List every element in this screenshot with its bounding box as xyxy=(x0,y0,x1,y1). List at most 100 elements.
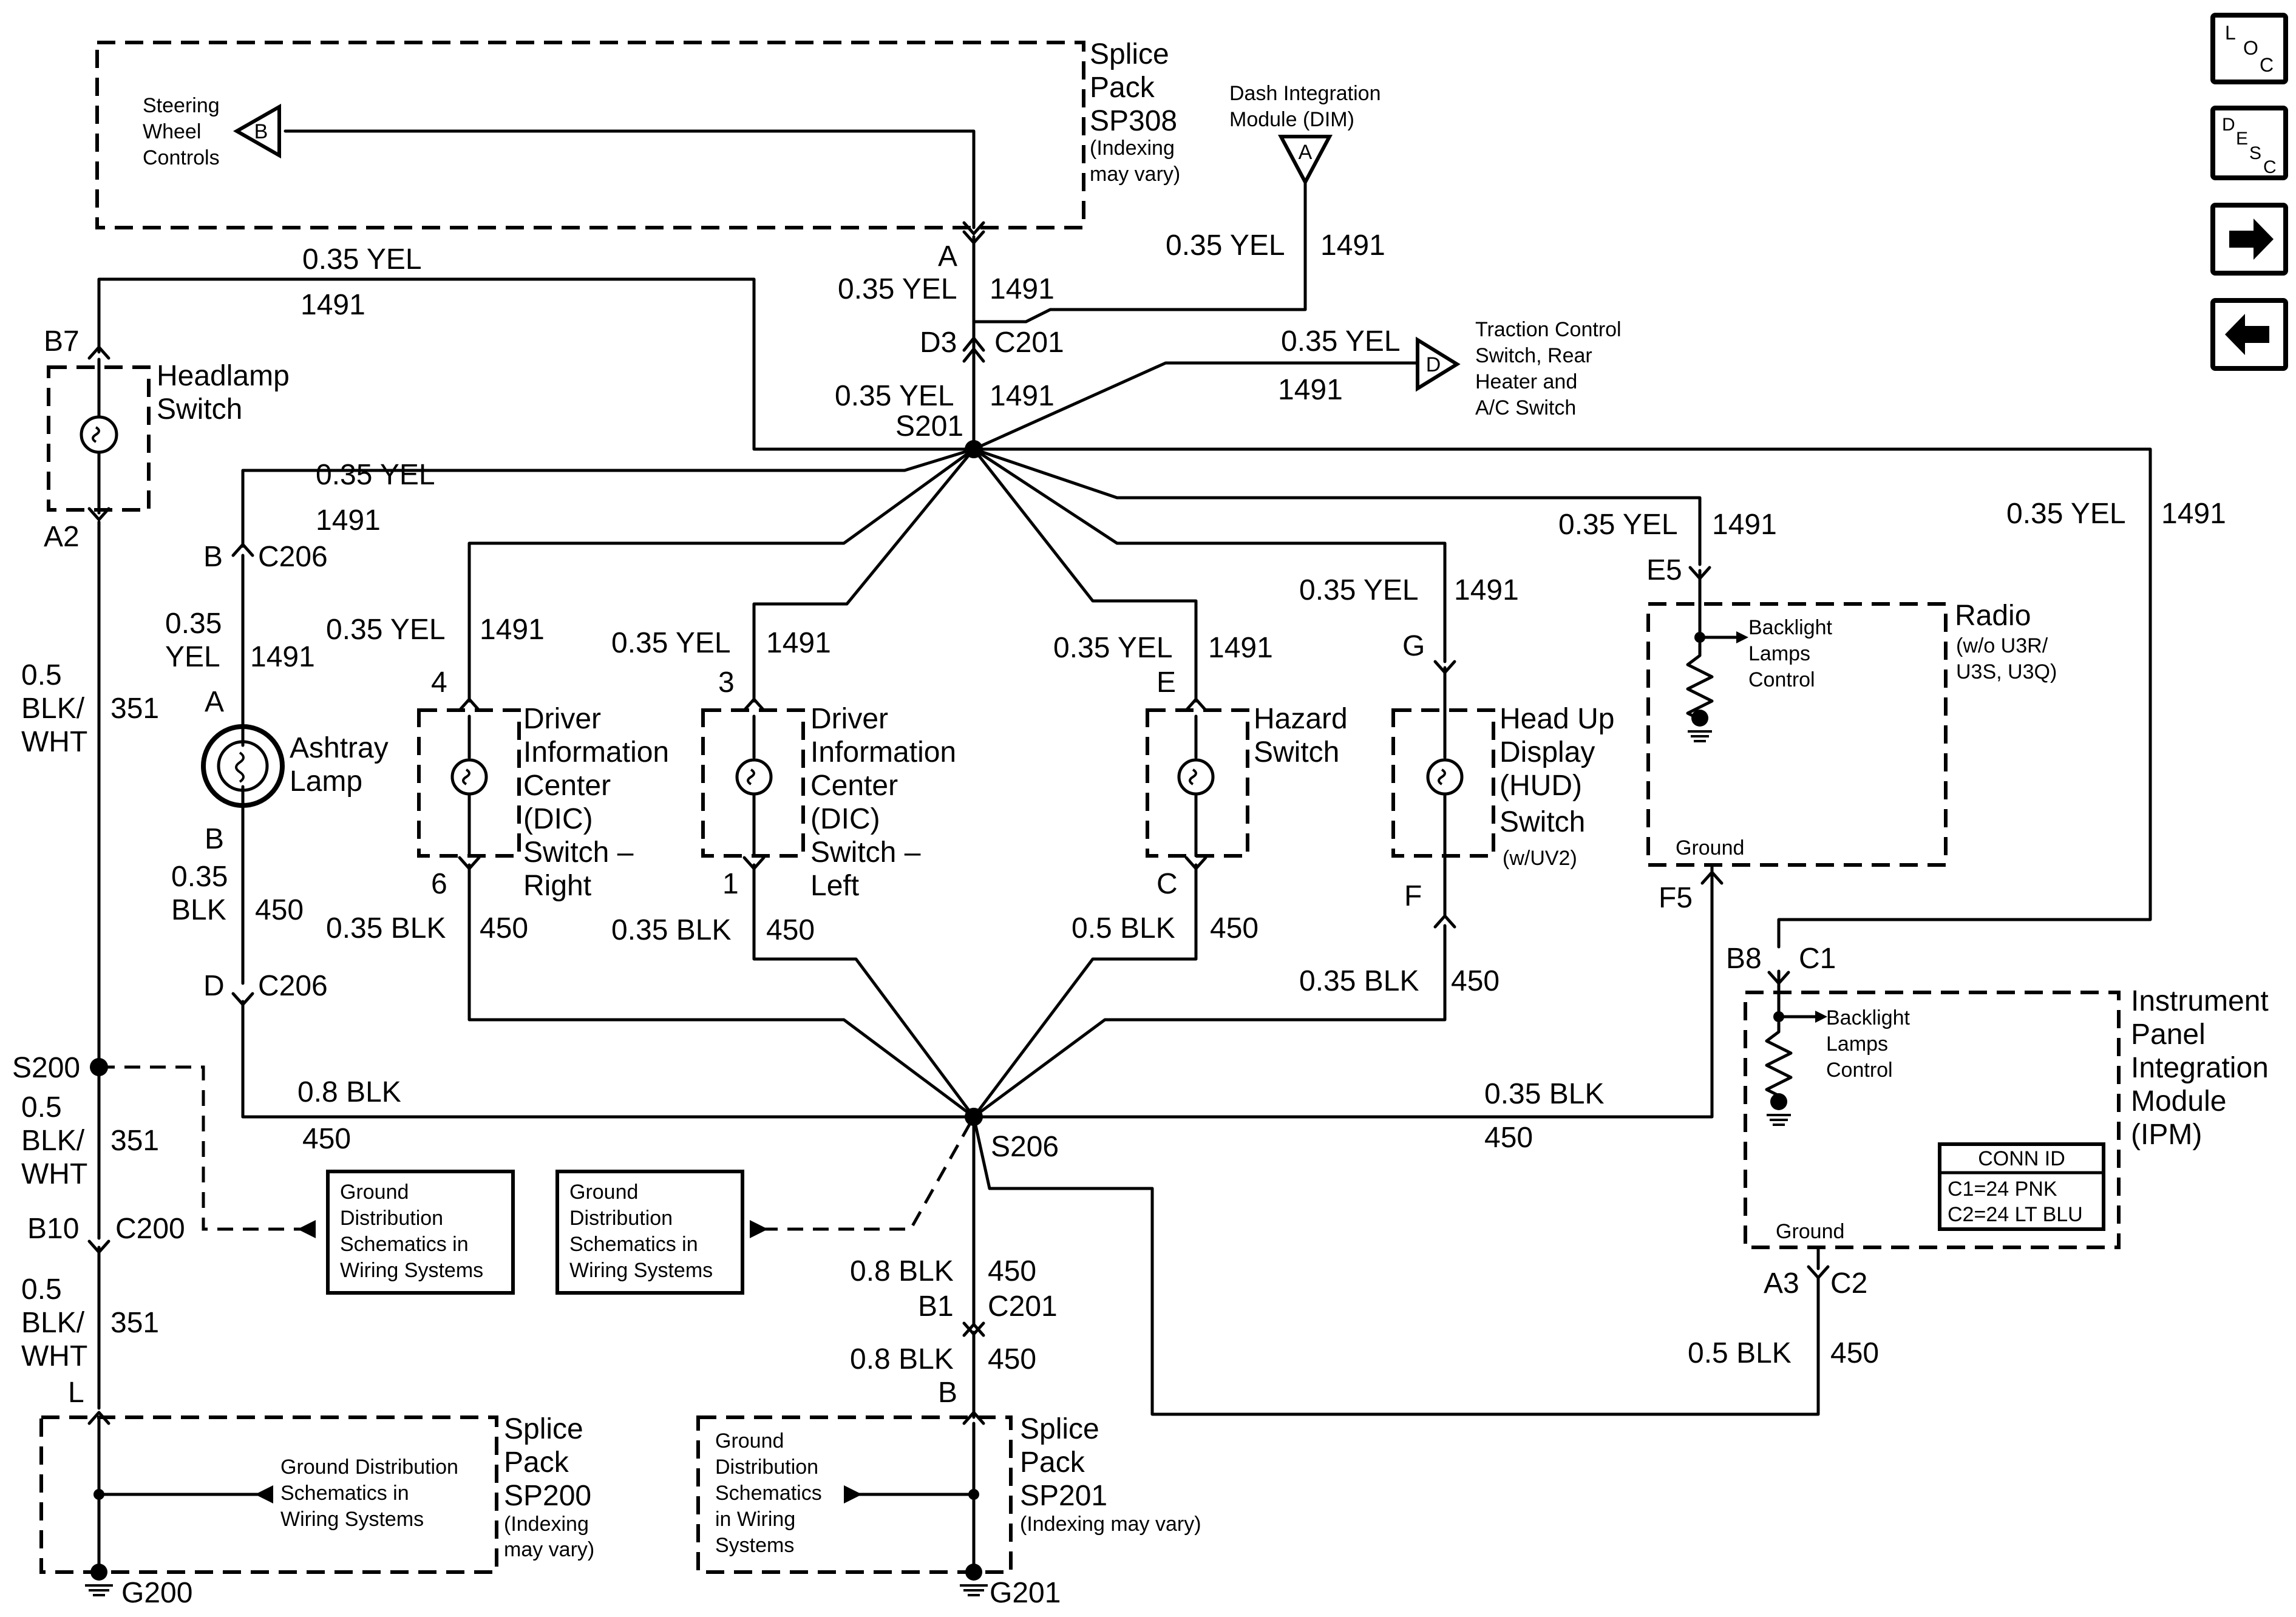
diagram-label: Pack xyxy=(1090,72,1155,104)
splice-dots xyxy=(90,440,983,1126)
diagram-label: 450 xyxy=(1830,1337,1879,1369)
diagram-label: (DIC) xyxy=(523,803,593,835)
sp201-label: Splice xyxy=(1020,1413,1099,1445)
diagram-label: C xyxy=(2260,54,2274,76)
traction-label: Traction Control xyxy=(1475,318,1622,341)
s206-splice xyxy=(965,1108,983,1126)
diagram-label: (Indexing may vary) xyxy=(1020,1513,1201,1536)
diagram-label: Heater and xyxy=(1475,370,1577,393)
diagram-label: 0.35 YEL xyxy=(2006,498,2126,530)
diagram-label: 351 xyxy=(110,693,159,725)
diagram-label: Panel xyxy=(2131,1019,2206,1051)
diagram-label: 0.35 xyxy=(165,608,222,640)
diagram-label: B8 xyxy=(1726,943,1762,975)
diagram-label: D xyxy=(1426,353,1441,376)
diagram-label: 450 xyxy=(988,1255,1036,1287)
sp200-box xyxy=(39,1415,498,1574)
diagram-label: may vary) xyxy=(1090,163,1180,186)
diagram-label: A xyxy=(938,240,957,273)
diagram-label: Switch – xyxy=(523,836,634,869)
diagram-label: 1491 xyxy=(766,627,831,659)
headlamp-lamp-icon xyxy=(80,415,118,454)
diagram-label: 1491 xyxy=(250,641,315,673)
dim-label: Dash Integration xyxy=(1229,82,1381,105)
diagram-label: 450 xyxy=(1210,912,1258,944)
diagram-label: in Wiring xyxy=(715,1508,795,1531)
diagram-label: Schematics in xyxy=(280,1482,409,1505)
diagram-label: G200 xyxy=(121,1577,192,1609)
labels: Splice Pack SP308 (Indexing may vary) A … xyxy=(12,38,2269,1609)
diagram-label: Schematics in xyxy=(569,1233,698,1256)
hazard-lamp-icon xyxy=(1177,758,1215,796)
s200-splice xyxy=(90,1058,108,1076)
diagram-label: 1491 xyxy=(2161,498,2226,530)
diagram-label: A3 xyxy=(1764,1267,1799,1300)
diagram-label: CONN ID xyxy=(1978,1147,2065,1170)
diagram-label: (IPM) xyxy=(2131,1119,2202,1151)
diagram-label: 0.35 YEL xyxy=(1166,229,1285,262)
diagram-label: 450 xyxy=(1451,965,1500,997)
diagram-label: B xyxy=(203,541,223,573)
description-button[interactable]: D E S C xyxy=(2210,106,2288,180)
next-button[interactable] xyxy=(2210,203,2288,276)
diagram-label: Display xyxy=(1500,736,1595,768)
diagram-label: Right xyxy=(523,870,591,902)
diagram-label: 3 xyxy=(718,666,735,699)
diagram-label: A2 xyxy=(44,521,80,553)
previous-button[interactable] xyxy=(2210,298,2288,371)
sp200-label: Splice xyxy=(504,1413,583,1445)
diagram-label: 0.8 BLK xyxy=(850,1343,954,1375)
diagram-label: Control xyxy=(1826,1059,1893,1082)
headlamp-switch-box xyxy=(47,365,151,512)
internal-circuits xyxy=(85,569,1827,1596)
diagram-label: Module xyxy=(2131,1085,2226,1117)
diagram-label: Wheel xyxy=(143,120,201,143)
s206-label: S206 xyxy=(991,1131,1059,1163)
g200-ground-icon xyxy=(90,1564,107,1581)
diagram-label: B1 xyxy=(918,1290,954,1323)
diagram-label: 0.35 xyxy=(171,861,228,893)
diagram-label: D3 xyxy=(920,327,957,359)
diagram-label: C xyxy=(2263,157,2277,177)
diagram-label: Wiring Systems xyxy=(569,1259,713,1282)
diagram-label: 1491 xyxy=(301,289,365,321)
diagram-label: E5 xyxy=(1646,554,1682,586)
diagram-label: 0.35 YEL xyxy=(302,243,422,276)
diagram-label: C201 xyxy=(994,327,1064,359)
traction-connector-flag: D xyxy=(1416,336,1461,392)
diagram-label: Backlight xyxy=(1826,1006,1911,1029)
ipm-box xyxy=(1744,991,2121,1249)
diagram-label: 450 xyxy=(302,1123,351,1155)
diagram-label: SP308 xyxy=(1090,105,1177,137)
diagram-label: A/C Switch xyxy=(1475,396,1576,419)
diagram-label: Lamps xyxy=(1748,642,1810,665)
diagram-label: (w/o U3R/ xyxy=(1956,634,2048,657)
diagram-label: F xyxy=(1404,880,1422,912)
location-button[interactable]: L O C xyxy=(2210,13,2288,84)
radio-box xyxy=(1646,602,1948,867)
ground-distribution-box-2 xyxy=(555,1170,744,1295)
diagram-label: Module (DIM) xyxy=(1229,108,1354,131)
diagram-label: B7 xyxy=(44,325,80,358)
diagram-label: Distribution xyxy=(340,1207,443,1230)
diagram-label: 0.35 BLK xyxy=(1484,1078,1604,1110)
diagram-label: 6 xyxy=(431,868,447,900)
diagram-label: C201 xyxy=(988,1290,1058,1323)
diagram-label: B10 xyxy=(27,1213,79,1245)
s201-splice xyxy=(965,440,983,458)
connector-flags: B A D xyxy=(233,103,1461,1503)
ground-distribution-2-label: Ground xyxy=(569,1181,638,1204)
connector-marks xyxy=(87,221,1830,1425)
headlamp-label: Headlamp xyxy=(157,360,290,392)
diagram-label: Ground Distribution xyxy=(280,1456,458,1479)
diagram-label: BLK/ xyxy=(21,693,85,725)
diagram-label: 1491 xyxy=(316,504,381,537)
diagram-label: WHT xyxy=(21,1158,87,1190)
diagram-label: BLK xyxy=(171,894,226,926)
diagram-label: Information xyxy=(810,736,956,768)
diagram-label: Center xyxy=(810,770,898,802)
diagram-label: 0.35 YEL xyxy=(316,459,435,491)
radio-label: Radio xyxy=(1955,600,2031,632)
diagram-label: may vary) xyxy=(504,1538,594,1561)
radio-ground-icon xyxy=(1691,710,1708,727)
